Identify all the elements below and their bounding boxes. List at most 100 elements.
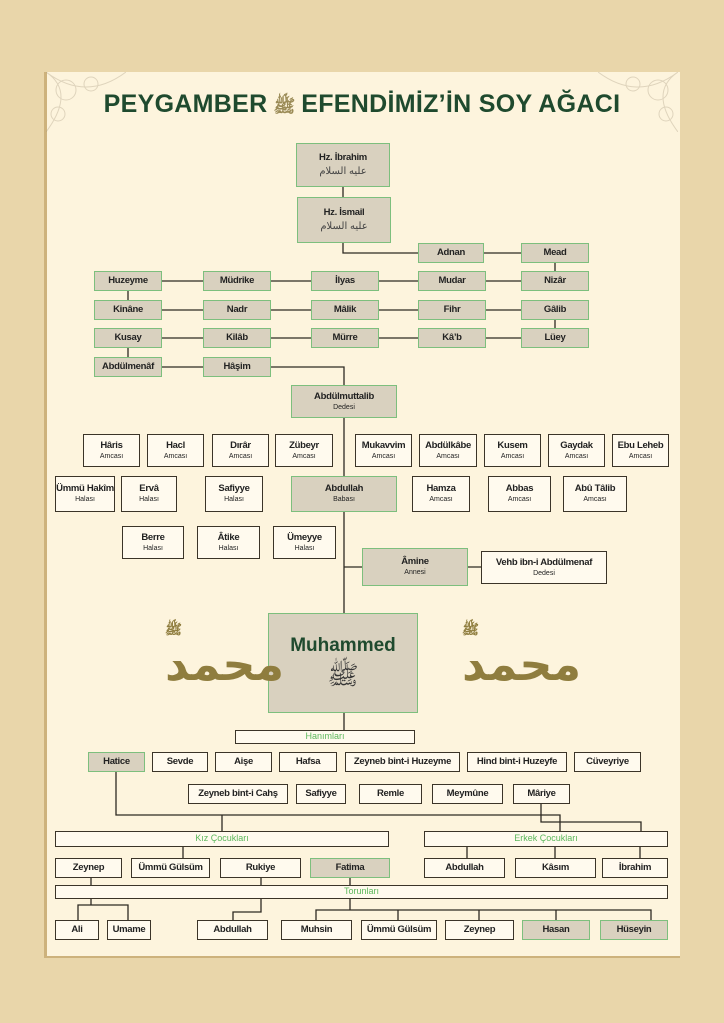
person-node-grandchildren-6: Hasan xyxy=(522,920,590,940)
person-name: Ümeyye xyxy=(287,531,322,543)
person-node-lineage-row3-4: Lüey xyxy=(521,328,589,348)
person-name: Kâ’b xyxy=(442,332,462,344)
alayhisselam-calligraphy: عليه السلام xyxy=(320,220,368,232)
person-node-wives-row1-6: Cüveyriye xyxy=(574,752,641,772)
person-node-lineage-row2-1: Nadr xyxy=(203,300,271,320)
person-name: Kilâb xyxy=(226,332,248,344)
person-node-wives-row2-1: Safiyye xyxy=(296,784,346,804)
person-node-lineage-row0-1: Mead xyxy=(521,243,589,263)
person-name: Mürre xyxy=(332,332,358,344)
relation-label: Halası xyxy=(75,496,95,504)
person-node-grandchildren-4: Ümmü Gülsüm xyxy=(361,920,437,940)
person-node-daughters-3: Fatima xyxy=(310,858,390,878)
person-name: Hâşim xyxy=(223,361,251,373)
person-name: Umame xyxy=(112,924,146,936)
person-name: Âtike xyxy=(217,531,240,543)
person-node-lineage-row2-3: Fihr xyxy=(418,300,486,320)
person-node-lineage-row1-1: Müdrike xyxy=(203,271,271,291)
person-name: Zeynep xyxy=(463,924,496,936)
person-name: Ebu Leheb xyxy=(617,439,664,451)
calligraphy-text: محمد xyxy=(165,637,285,691)
floral-ornament-icon xyxy=(46,72,126,132)
title-left: PEYGAMBER xyxy=(103,90,268,118)
person-name: Zeynep xyxy=(72,862,105,874)
relation-label: Amcası xyxy=(163,452,188,460)
honorific-symbol: ﷺ xyxy=(165,622,182,638)
person-name: Zeyneb bint-i Cahş xyxy=(198,788,278,800)
person-node-lineage-row1-3: Mudar xyxy=(418,271,486,291)
relation-label: Dedesi xyxy=(533,569,555,577)
person-node-wives-row1-4: Zeyneb bint-i Huzeyme xyxy=(345,752,460,772)
person-node-grandchildren-1: Umame xyxy=(107,920,151,940)
sons-header: Erkek Çocukları xyxy=(424,831,668,847)
person-name: Hatice xyxy=(103,756,130,768)
person-name: Rukiye xyxy=(245,862,276,874)
relation-label: Annesi xyxy=(404,569,426,577)
person-name: Nadr xyxy=(226,304,248,316)
person-node-lineage-row2-0: Kinâne xyxy=(94,300,162,320)
person-name: Zübeyr xyxy=(289,439,319,451)
person-name: Kusay xyxy=(114,332,142,344)
person-name: Kinâne xyxy=(113,304,143,316)
person-name: Hüseyin xyxy=(616,924,652,936)
relation-label: Halası xyxy=(294,544,315,552)
person-name: Hafsa xyxy=(295,756,321,768)
person-name: Abdullah xyxy=(324,483,364,495)
person-name: Meymûne xyxy=(446,788,489,800)
relation-label: Halası xyxy=(143,544,163,552)
person-name: İbrahim xyxy=(618,862,652,874)
person-name: Gaydak xyxy=(560,439,593,451)
person-name: Hâris xyxy=(100,439,123,451)
person-name: Fihr xyxy=(443,304,461,316)
person-node-daughters-2: Rukiye xyxy=(220,858,301,878)
person-node-lineage-row4-0: Abdülmenâf xyxy=(94,357,162,377)
person-node-lineage-row3-2: Mürre xyxy=(311,328,379,348)
person-node-daughters-0: Zeynep xyxy=(55,858,122,878)
person-name: Ervâ xyxy=(139,483,159,495)
person-name: Abdullah xyxy=(445,862,484,874)
person-node-grandchildren-0: Ali xyxy=(55,920,99,940)
person-node-lineage-row1-0: Huzeyme xyxy=(94,271,162,291)
person-node-lineage-row3-3: Kâ’b xyxy=(418,328,486,348)
person-name: Fatima xyxy=(335,862,365,874)
relation-label: Amcası xyxy=(371,452,396,460)
person-name: Hamza xyxy=(426,483,456,495)
person-name: Ümmü Hakîm xyxy=(56,483,114,495)
person-node-daughters-1: Ümmü Gülsüm xyxy=(131,858,210,878)
person-name: Berre xyxy=(141,531,165,543)
grandchildren-header: Torunları xyxy=(55,885,668,899)
person-name: Safiyye xyxy=(218,483,250,495)
person-name: Abdülmenâf xyxy=(102,361,154,373)
honorific-symbol: ﷺ xyxy=(273,96,296,116)
person-name: Vehb ibn-i Abdülmenaf xyxy=(495,556,593,568)
relation-label: Amcası xyxy=(583,496,607,504)
person-node-wives-row1-1: Sevde xyxy=(152,752,208,772)
person-name: Aişe xyxy=(234,756,253,768)
relation-label: Amcası xyxy=(628,452,653,460)
person-node-lineage-row1-2: İlyas xyxy=(311,271,379,291)
person-node-wives-row1-0: Hatice xyxy=(88,752,145,772)
person-name: Muhammed xyxy=(290,635,396,657)
person-name: Mudar xyxy=(438,275,466,287)
floral-ornament-icon xyxy=(598,72,678,132)
person-name: Mead xyxy=(543,247,567,259)
